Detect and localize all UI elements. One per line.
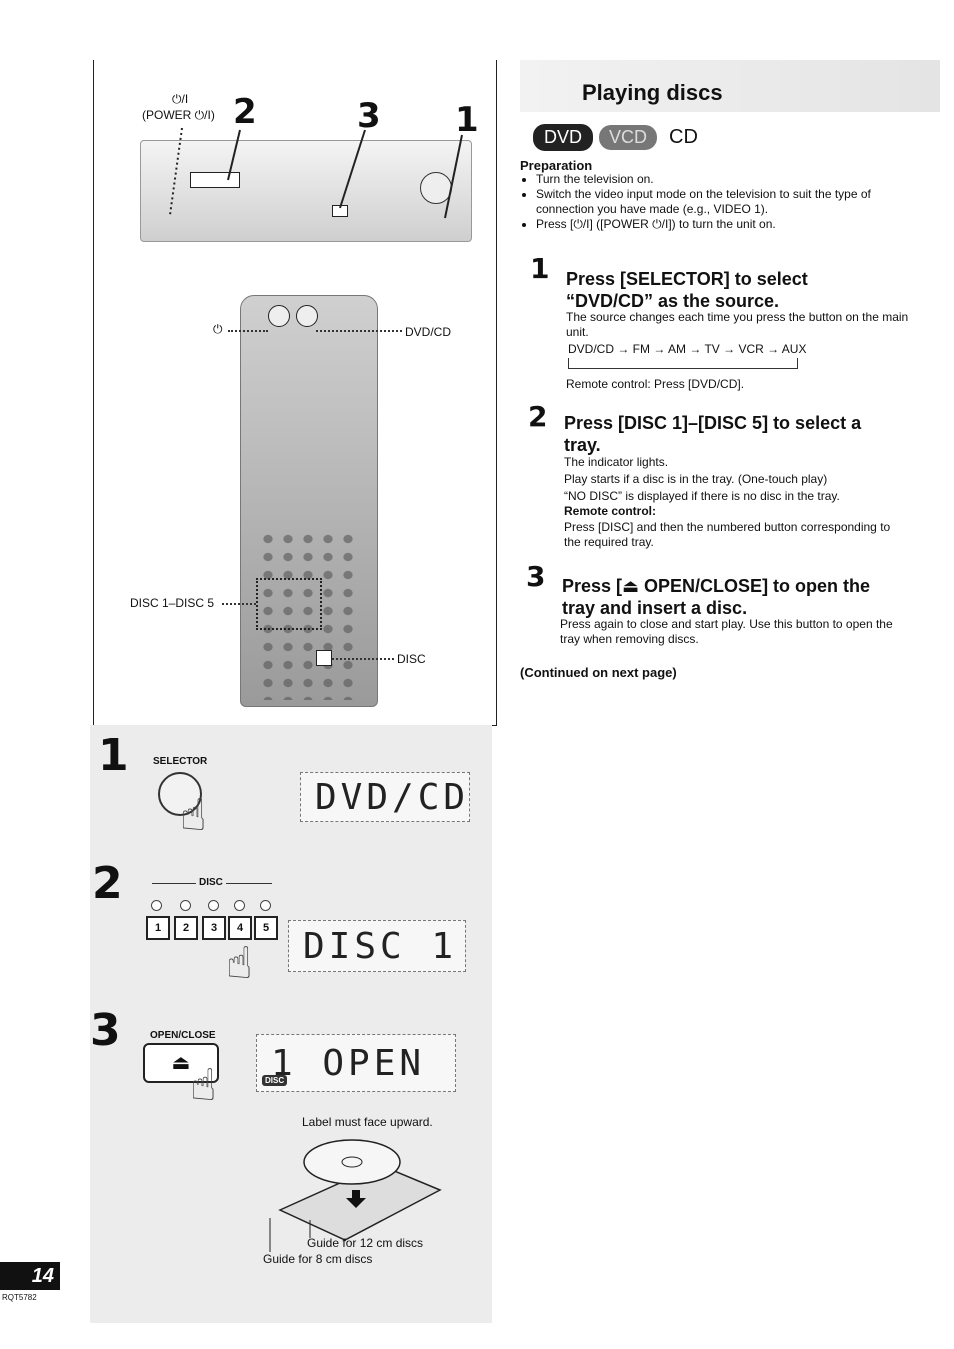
- remote-disc-range-label: DISC 1–DISC 5: [130, 596, 215, 610]
- title-band: [520, 60, 940, 112]
- step1-heading: Press [SELECTOR] to select “DVD/CD” as t…: [566, 269, 808, 311]
- preparation-item: Switch the video input mode on the telev…: [536, 187, 916, 217]
- leader-disc: [332, 658, 394, 660]
- disc-tray-image: [269, 1139, 442, 1252]
- disc-indicator-buttons: [190, 172, 240, 188]
- preparation-list: Turn the television on. Switch the video…: [520, 172, 916, 232]
- label-note: Label must face upward.: [302, 1115, 433, 1129]
- continued-note: (Continued on next page): [520, 665, 677, 680]
- leader-disc-range: [222, 603, 256, 605]
- step2-line: The indicator lights.: [564, 455, 669, 469]
- disc-5-button: 5: [254, 916, 278, 940]
- remote-power-symbol: ⏻: [213, 322, 223, 336]
- remote-dvdcd-button: [296, 305, 318, 327]
- step2-text-number: 2: [528, 400, 548, 433]
- disc-3-button: 3: [202, 916, 226, 940]
- guide-12cm: Guide for 12 cm discs: [307, 1236, 424, 1250]
- step3-text-number: 3: [526, 560, 546, 593]
- hand-pointer-icon: ☝: [180, 791, 207, 840]
- page-number: 14: [0, 1262, 60, 1290]
- remote-disc-label: DISC: [397, 652, 426, 666]
- leader-dvdcd: [316, 330, 402, 332]
- disc-led-3: [208, 900, 219, 911]
- power-symbol: ⏻/I: [172, 92, 189, 106]
- preparation-heading: Preparation: [520, 158, 593, 173]
- remote-disc-buttons-box: [256, 578, 322, 630]
- disc-led-2: [180, 900, 191, 911]
- cycle-return-line: [568, 358, 798, 369]
- disc-2-button: 2: [174, 916, 198, 940]
- page-title: Playing discs: [582, 80, 723, 105]
- format-dvd: DVD: [533, 124, 594, 151]
- open-close-label: OPEN/CLOSE: [150, 1030, 216, 1041]
- remote-power-button: [268, 305, 290, 327]
- step1-text-number: 1: [530, 252, 550, 285]
- remote-disc-button: [316, 650, 332, 666]
- format-vcd: VCD: [599, 125, 658, 150]
- step2-line: Press [DISC] and then the numbered butto…: [564, 520, 891, 549]
- step2-line: “NO DISC” is displayed if there is no di…: [564, 489, 840, 503]
- guide-8cm: Guide for 8 cm discs: [263, 1252, 373, 1266]
- disc-led-4: [234, 900, 245, 911]
- power-label: (POWER ⏻/I): [142, 108, 215, 122]
- step2-line: Play starts if a disc is in the tray. (O…: [564, 472, 828, 486]
- display-dvdcd: DVD/CD: [300, 772, 470, 822]
- eject-icon: ⏏: [143, 1043, 219, 1083]
- hand-pointer-icon: ☝: [226, 939, 253, 988]
- step1-line: The source changes each time you press t…: [566, 310, 909, 339]
- disc-1-button: 1: [146, 916, 170, 940]
- preparation-item: Turn the television on.: [536, 172, 916, 187]
- selector-label: SELECTOR: [153, 756, 208, 767]
- callout-lines: [169, 127, 463, 219]
- main-unit-image: [140, 140, 472, 242]
- step1-number: 1: [98, 730, 129, 781]
- disc-led-5: [260, 900, 271, 911]
- disc-led-1: [151, 900, 162, 911]
- preparation-item: Press [⏻/I] ([POWER ⏻/I]) to turn the un…: [536, 217, 916, 232]
- selector-button: [158, 772, 202, 816]
- step2-heading: Press [DISC 1]–[DISC 5] to select a tray…: [564, 413, 862, 455]
- hand-pointer-icon: ☝: [190, 1061, 217, 1110]
- display-disc1: DISC 1: [288, 920, 466, 972]
- step2-number: 2: [92, 858, 123, 909]
- format-cd: CD: [669, 126, 698, 148]
- display-open: 1 OPEN: [256, 1034, 456, 1092]
- format-badges: DVD VCD CD: [533, 124, 698, 151]
- disc-group-label: DISC: [196, 877, 226, 888]
- remote-button-grid: [258, 530, 358, 700]
- callout-1: 1: [455, 100, 479, 140]
- leader-power: [228, 330, 268, 332]
- step3-heading: Press [⏏ OPEN/CLOSE] to open the tray an…: [562, 576, 871, 618]
- source-cycle: DVD/CD → FM → AM → TV → VCR → AUX: [568, 342, 807, 356]
- step1-remote-note: Remote control: Press [DVD/CD].: [566, 377, 745, 391]
- remote-dvdcd-label: DVD/CD: [405, 325, 452, 339]
- disc-badge: DISC: [262, 1075, 288, 1086]
- step2-remote-heading: Remote control:: [564, 504, 657, 518]
- disc-4-button: 4: [228, 916, 252, 940]
- callout-3: 3: [357, 96, 381, 136]
- step3-number: 3: [90, 1005, 121, 1056]
- doc-code: RQT5782: [2, 1293, 37, 1302]
- callout-2: 2: [233, 92, 257, 132]
- step3-line: Press again to close and start play. Use…: [560, 617, 893, 646]
